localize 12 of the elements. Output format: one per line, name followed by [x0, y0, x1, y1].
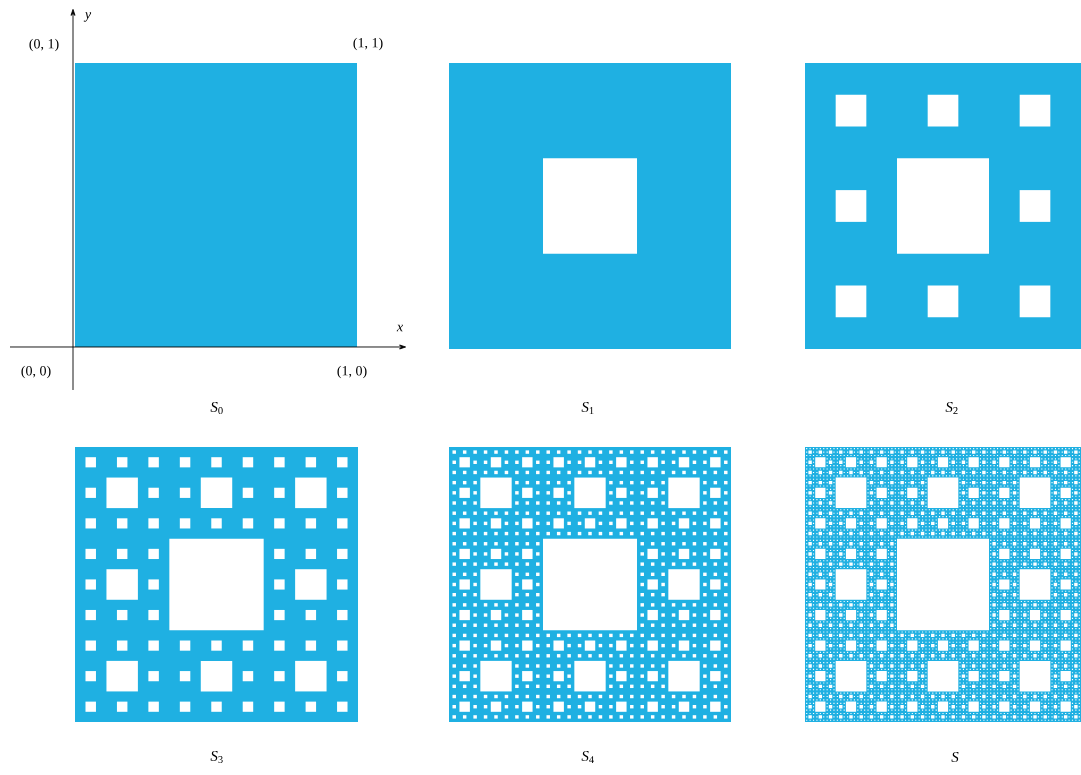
figure-label: S [951, 751, 959, 763]
axis-label: y [83, 12, 92, 22]
figure-label: S$_{1}$ [581, 401, 594, 415]
figure-label: S$_{2}$ [945, 401, 958, 415]
coordinate-label: (0, 1) [29, 38, 59, 52]
coordinate-label: (0, 0) [21, 365, 51, 379]
coordinate-label: (1, 0) [337, 365, 367, 379]
figure-label: S$_{0}$ [210, 401, 223, 415]
figure-label: S$_{4}$ [581, 750, 594, 764]
figure-label: S$_{3}$ [210, 750, 223, 764]
coordinate-label: (1, 1) [353, 37, 383, 51]
axis-label: x [396, 324, 403, 332]
